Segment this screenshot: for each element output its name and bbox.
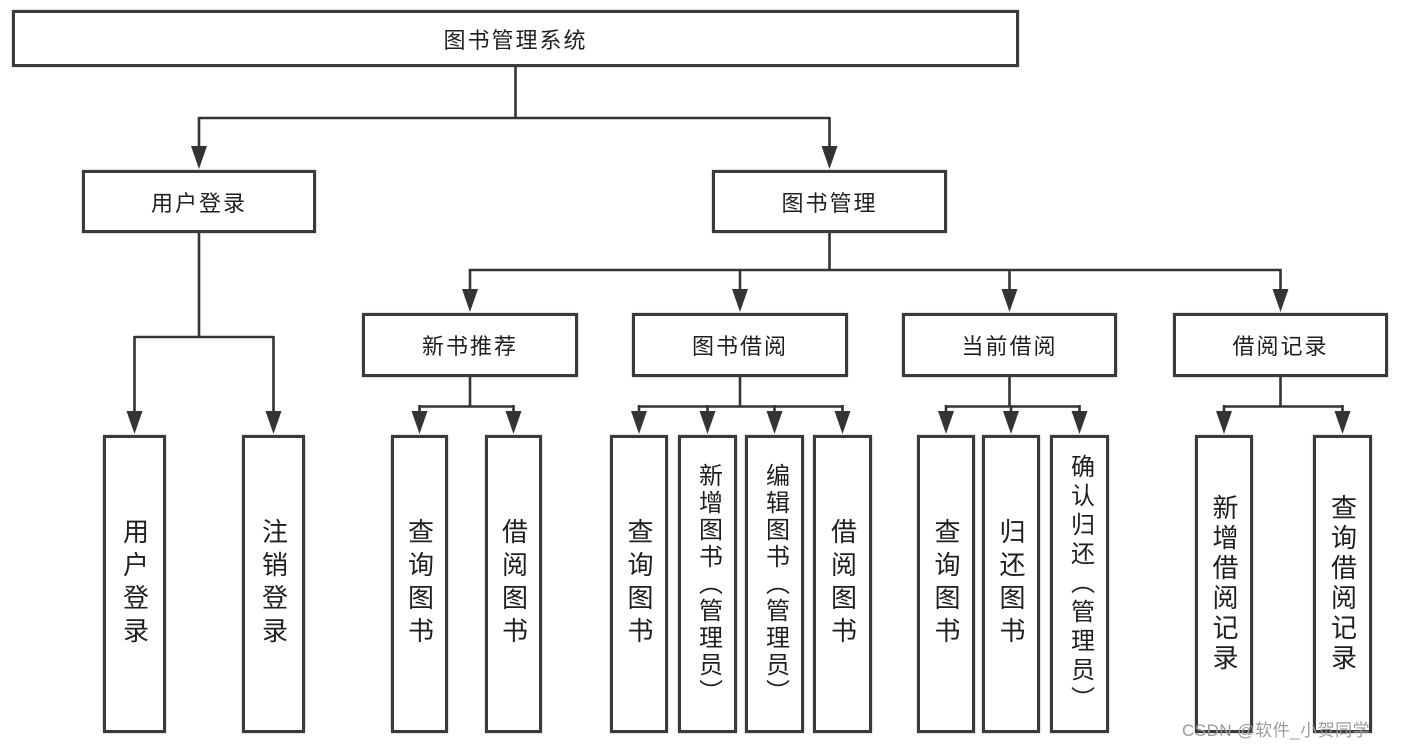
leaf-label: 新增图书（管理员） xyxy=(694,462,722,706)
node-book-borrow: 图书借阅 xyxy=(632,313,848,377)
leaf-label: 借阅图书 xyxy=(498,518,529,650)
leaf-label: 查询图书 xyxy=(931,518,961,650)
leaf-label: 查询图书 xyxy=(624,518,654,650)
leaf-borrow-books-recommend: 借阅图书 xyxy=(485,435,542,733)
leaf-add-borrow-record: 新增借阅记录 xyxy=(1195,435,1253,733)
node-root-system: 图书管理系统 xyxy=(12,10,1019,67)
node-label: 新书推荐 xyxy=(421,334,518,359)
leaf-return-book: 归还图书 xyxy=(982,435,1040,733)
node-borrow-records: 借阅记录 xyxy=(1173,313,1388,377)
node-label: 当前借阅 xyxy=(961,334,1058,359)
leaf-label: 查询借阅记录 xyxy=(1327,494,1358,674)
node-new-book-recommend: 新书推荐 xyxy=(362,313,578,377)
leaf-user-login: 用户登录 xyxy=(103,435,166,733)
csdn-watermark: CSDN @软件_小贺同学 xyxy=(1182,721,1371,740)
leaf-confirm-return-admin: 确认归还（管理员） xyxy=(1050,435,1109,733)
leaf-label: 归还图书 xyxy=(996,518,1026,650)
leaf-label: 确认归还（管理员） xyxy=(1066,453,1094,715)
node-current-borrow: 当前借阅 xyxy=(902,313,1117,377)
node-label: 图书借阅 xyxy=(691,334,788,359)
node-label: 用户登录 xyxy=(150,190,247,216)
leaf-borrow-books: 借阅图书 xyxy=(813,435,872,733)
leaf-query-books-recommend: 查询图书 xyxy=(391,435,448,733)
leaf-query-books-current: 查询图书 xyxy=(917,435,975,733)
node-label: 借阅记录 xyxy=(1232,334,1329,359)
leaf-query-books-borrow: 查询图书 xyxy=(610,435,668,733)
leaf-query-borrow-record: 查询借阅记录 xyxy=(1313,435,1372,733)
leaf-logout: 注销登录 xyxy=(242,435,305,733)
leaf-add-book-admin: 新增图书（管理员） xyxy=(678,435,737,733)
leaf-label: 编辑图书（管理员） xyxy=(761,462,789,706)
leaf-label: 注销登录 xyxy=(258,518,289,650)
leaf-label: 借阅图书 xyxy=(827,518,858,650)
node-root-label: 图书管理系统 xyxy=(443,27,588,53)
node-user-login: 用户登录 xyxy=(82,170,316,233)
leaf-edit-book-admin: 编辑图书（管理员） xyxy=(745,435,804,733)
leaf-label: 用户登录 xyxy=(119,518,150,650)
node-label: 图书管理 xyxy=(781,190,878,216)
node-book-management: 图书管理 xyxy=(712,170,947,233)
leaf-label: 查询图书 xyxy=(404,518,435,650)
leaf-label: 新增借阅记录 xyxy=(1209,494,1239,674)
